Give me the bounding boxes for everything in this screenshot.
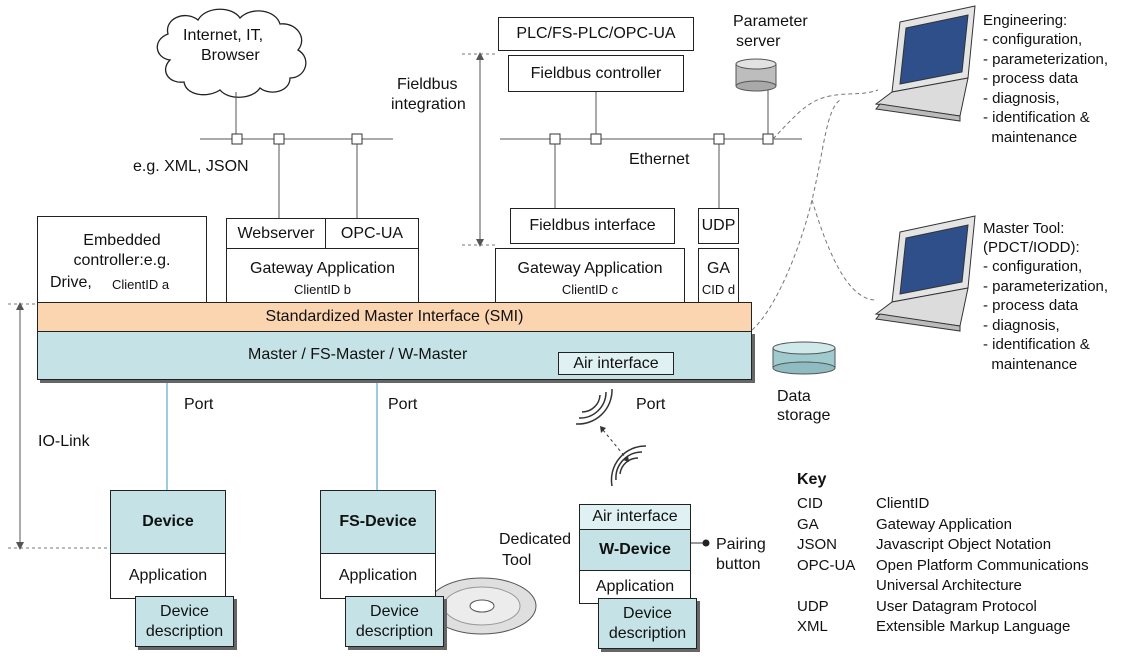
- fs-device-description-line1: Device: [370, 603, 419, 620]
- key-desc: ClientID: [876, 495, 930, 512]
- w-device-air-interface: Air interface: [579, 504, 691, 530]
- client-c-label: ClientID c: [561, 282, 619, 297]
- fieldbus-interface-box: Fieldbus interface: [510, 208, 675, 244]
- fs-device-description: Device description: [345, 596, 444, 647]
- master-tool-item: maintenance: [983, 355, 1078, 373]
- master-label: Master / FS-Master / W-Master: [248, 346, 468, 363]
- client-b-label: ClientID b: [293, 282, 352, 297]
- fs-device-box: FS-Device: [320, 490, 436, 554]
- gateway-app-c-title: Gateway Application: [517, 260, 663, 277]
- device-application: Application: [110, 553, 226, 599]
- cloud-shape: [156, 8, 307, 98]
- device-description-line1: Device: [160, 603, 209, 620]
- client-a-label: ClientID a: [112, 277, 170, 292]
- gateway-app-c-box: Gateway Application ClientID c: [495, 248, 685, 302]
- master-tool-item: - configuration,: [983, 258, 1083, 275]
- master-air-interface: Air interface: [558, 352, 674, 375]
- key-abbr: UDP: [797, 597, 829, 615]
- xml-json-label: e.g. XML, JSON: [133, 158, 249, 175]
- key-abbr: JSON: [797, 536, 838, 553]
- io-link-label: IO-Link: [38, 433, 90, 450]
- key-abbr: OPC-UA: [797, 556, 856, 574]
- w-device-description: Device description: [598, 598, 697, 649]
- master-bar: Master / FS-Master / W-Master Air interf…: [37, 331, 752, 380]
- fieldbus-controller-box: Fieldbus controller: [508, 55, 684, 92]
- plc-box: PLC/FS-PLC/OPC-UA: [498, 17, 694, 51]
- port-label-3: Port: [636, 396, 666, 413]
- key-abbr: XML: [797, 618, 828, 635]
- cloud-text-2: Browser: [201, 47, 260, 64]
- key-desc: Extensible Markup Language: [876, 618, 1071, 635]
- key-abbr: CID: [797, 495, 823, 512]
- cid-d-label: CID d: [701, 282, 736, 297]
- master-tool-subtitle: (PDCT/IODD):: [983, 239, 1080, 256]
- webserver-box: Webserver: [226, 218, 326, 249]
- cloud-text-1: Internet, IT,: [183, 27, 264, 44]
- embedded-controller-box: Embedded controller:e.g. Drive, ClientID…: [37, 216, 207, 302]
- embedded-text-2: controller:e.g.: [73, 252, 171, 269]
- master-tool-laptop: [874, 215, 976, 332]
- key-abbr: GA: [797, 515, 819, 533]
- key-title: Key: [797, 471, 827, 488]
- embedded-text-1: Embedded: [83, 232, 161, 249]
- fieldbus-integration-label-1: Fieldbus: [397, 76, 458, 93]
- master-tool-item: - process data: [983, 297, 1079, 314]
- port-label-1: Port: [184, 396, 214, 413]
- ga-label: GA: [706, 260, 731, 277]
- dedicated-tool-label-2: Tool: [502, 552, 532, 569]
- w-device-box: W-Device: [579, 529, 691, 571]
- ethernet-label: Ethernet: [629, 151, 690, 168]
- dedicated-tool-label-1: Dedicated: [499, 531, 572, 548]
- master-tool-item: - diagnosis,: [983, 316, 1060, 334]
- w-device-description-line1: Device: [623, 605, 672, 622]
- fs-device-description-line2: description: [355, 623, 434, 640]
- key-desc: User Datagram Protocol: [876, 597, 1037, 615]
- fieldbus-integration-label-2: integration: [391, 96, 466, 113]
- pairing-label-2: button: [716, 556, 761, 573]
- engineering-item: - configuration,: [983, 31, 1083, 48]
- device-description-line2: description: [145, 623, 224, 640]
- gateway-app-b-box: Gateway Application ClientID b: [226, 248, 419, 302]
- port-label-2: Port: [388, 396, 418, 413]
- engineering-item: maintenance: [983, 128, 1078, 146]
- pairing-label-1: Pairing: [716, 536, 766, 553]
- parameter-server-label-2: server: [736, 33, 781, 50]
- engineering-item: - parameterization,: [983, 50, 1109, 68]
- engineering-title: Engineering:: [983, 12, 1068, 29]
- smi-bar: Standardized Master Interface (SMI): [37, 302, 752, 332]
- key-desc: Universal Architecture: [876, 577, 1022, 594]
- embedded-text-3: Drive,: [50, 274, 92, 291]
- engineering-item: - process data: [983, 70, 1079, 87]
- master-tool-item: - parameterization,: [983, 277, 1109, 295]
- data-storage-label-1: Data: [777, 388, 811, 405]
- engineering-item: - identification &: [983, 109, 1090, 126]
- master-tool-item: - identification &: [983, 336, 1090, 353]
- engineering-laptop: [874, 5, 976, 122]
- gateway-app-b-title: Gateway Application: [250, 260, 395, 277]
- fs-device-application: Application: [320, 553, 436, 599]
- device-description: Device description: [135, 596, 234, 647]
- key-desc: Gateway Application: [876, 515, 1012, 533]
- ga-box: GA CID d: [698, 248, 739, 302]
- engineering-item: - diagnosis,: [983, 89, 1060, 107]
- data-storage-label-2: storage: [777, 407, 831, 424]
- key-desc: Javascript Object Notation: [876, 536, 1052, 553]
- parameter-server-label-1: Parameter: [733, 13, 808, 30]
- udp-box: UDP: [698, 208, 739, 244]
- key-desc: Open Platform Communications: [876, 556, 1089, 574]
- master-tool-title: Master Tool:: [983, 220, 1065, 237]
- opcua-box: OPC-UA: [325, 218, 419, 249]
- w-device-description-line2: description: [608, 625, 687, 642]
- device-box: Device: [110, 490, 226, 554]
